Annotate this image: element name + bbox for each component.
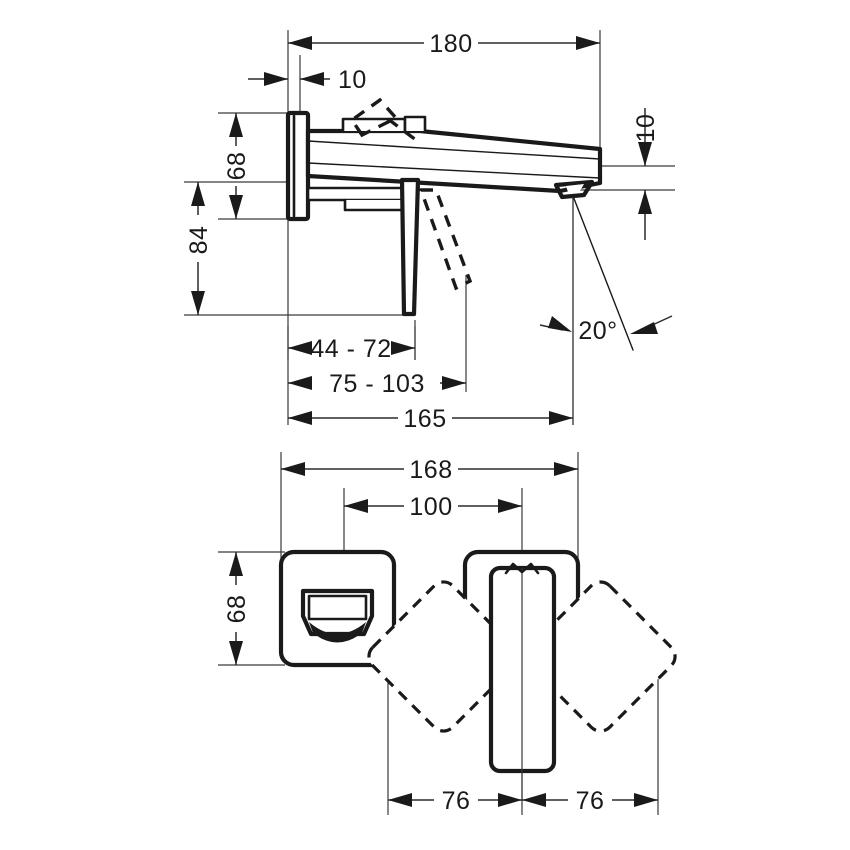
dim-68-side: 68	[223, 113, 251, 219]
dim-76-pair: 76 76	[388, 787, 658, 815]
dim-165-label: 165	[403, 405, 446, 433]
spout-escutcheon-front	[278, 549, 397, 668]
dim-75-103-arrow-right	[442, 376, 466, 390]
dim-10-right-arrow-down	[638, 142, 652, 166]
dim-180-arrow-left	[288, 36, 312, 50]
lever-handle-raised-ghost	[349, 97, 399, 138]
dim-100: 100	[344, 493, 522, 521]
spout-body	[305, 128, 603, 194]
dim-68-side-arrow-top	[229, 113, 243, 137]
dim-76-left-arrow-out	[388, 793, 412, 807]
spout-mid-line	[307, 162, 601, 179]
dim-100-arrow-left	[344, 499, 368, 513]
side-elevation-view: 180 10 68	[184, 30, 675, 433]
angle-arrow-right	[630, 322, 658, 334]
cartridge-cap	[403, 115, 427, 133]
dim-76-right-arrow-in	[522, 793, 546, 807]
dim-68-front-arrow-top	[229, 552, 243, 576]
dim-75-103-label: 75 - 103	[329, 370, 425, 398]
dim-76-right-arrow-out	[634, 793, 658, 807]
dim-10-right-label: 10	[632, 114, 660, 143]
dim-76-left-label: 76	[442, 787, 471, 815]
dim-180: 180	[288, 30, 600, 58]
handle-escutcheon-front	[367, 549, 677, 800]
dim-76-left-arrow-in	[498, 793, 522, 807]
escutcheon-plate-side	[285, 110, 311, 222]
dim-68-front-label: 68	[223, 595, 251, 624]
handle-top-chevron	[504, 562, 540, 575]
dim-10-top-arrow-left	[264, 72, 288, 86]
dim-44-72-label: 44 - 72	[310, 335, 391, 363]
dim-168-arrow-right	[554, 462, 578, 476]
spout-outlet-aperture	[566, 184, 584, 192]
dim-10-right: 10	[632, 108, 660, 240]
side-extension-lines	[184, 30, 675, 425]
spout-outlet-inner-rect	[307, 594, 368, 621]
angle-jet-line	[572, 195, 634, 351]
dim-168: 168	[281, 456, 578, 484]
dim-44-72-arrow-left	[288, 341, 312, 355]
faucet-side-geometry	[285, 97, 603, 317]
lower-collar	[343, 198, 410, 212]
dim-84-label: 84	[185, 226, 213, 255]
handle-plate-ghost-right	[524, 580, 677, 733]
dim-165-arrow-right	[549, 411, 573, 425]
dim-44-72: 44 - 72	[287, 326, 416, 363]
dim-10-top: 10	[248, 66, 367, 94]
front-elevation-view: 168 100 68	[218, 452, 677, 815]
lever-handle-swung-ghost	[418, 188, 473, 291]
dim-76-right-label: 76	[576, 787, 605, 815]
dim-180-label: 180	[429, 30, 472, 58]
dim-84-arrow-top	[191, 182, 205, 206]
dim-20-degrees-label: 20°	[578, 317, 617, 345]
dim-75-103-arrow-left	[288, 376, 312, 390]
dim-68-front: 68	[223, 552, 251, 665]
dim-168-arrow-left	[281, 462, 305, 476]
dim-100-label: 100	[409, 493, 452, 521]
dim-10-top-arrow-right	[300, 72, 324, 86]
dim-168-label: 168	[409, 456, 452, 484]
dim-75-103: 75 - 103	[288, 370, 466, 398]
lever-ghost-upper-line	[386, 117, 422, 145]
handle-plate-ghost-left	[367, 580, 520, 733]
dim-165-arrow-left	[288, 411, 312, 425]
spout-outlet-aerator	[309, 622, 366, 643]
dim-165: 165	[288, 405, 573, 433]
dim-68-front-arrow-bottom	[229, 641, 243, 665]
spout-top-chamfer	[307, 140, 601, 160]
lever-handle	[399, 177, 421, 317]
dim-20-degrees: 20°	[539, 195, 673, 425]
dim-68-side-arrow-bottom	[229, 195, 243, 219]
dim-10-top-label: 10	[338, 66, 367, 94]
dim-180-arrow-right	[576, 36, 600, 50]
dim-84-arrow-bottom	[191, 291, 205, 315]
angle-arrow-left	[548, 316, 572, 332]
dim-44-72-arrow-right	[391, 341, 415, 355]
dim-84: 84	[185, 182, 213, 315]
dim-68-side-label: 68	[223, 152, 251, 181]
spout-outlet-nose	[553, 179, 595, 200]
dim-100-arrow-right	[498, 499, 522, 513]
dim-10-right-arrow-up	[638, 190, 652, 214]
